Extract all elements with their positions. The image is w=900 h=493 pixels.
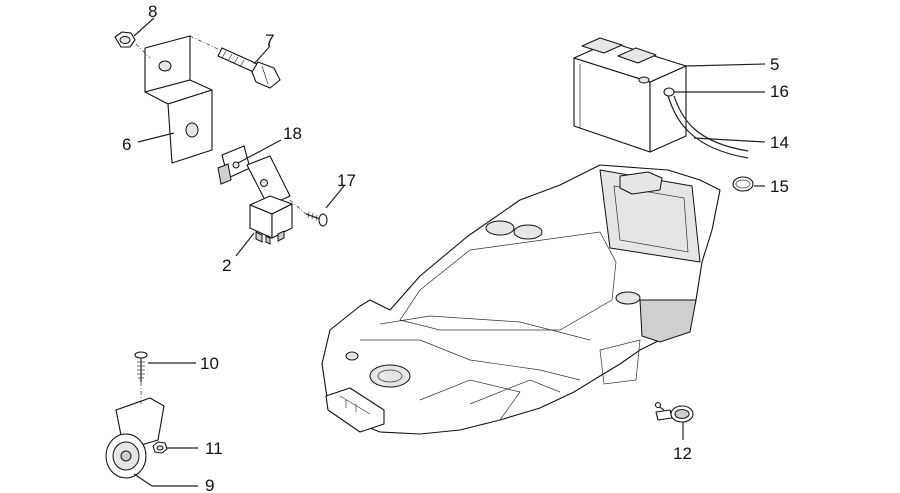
leader-14	[693, 137, 766, 143]
leader-8	[133, 17, 155, 37]
leader-7	[253, 45, 271, 65]
callout-15: 15	[770, 177, 789, 196]
callout-2: 2	[222, 256, 231, 275]
callout-16: 16	[770, 82, 789, 101]
callout-12: 12	[673, 444, 692, 463]
callout-10: 10	[200, 354, 219, 373]
part-vent-hose-14	[667, 95, 749, 159]
callout-8: 8	[148, 2, 157, 21]
part-bolt-7	[217, 47, 281, 89]
callout-labels: 8 7 6 18 17 2 5 16 14 15 10 11 9 12	[122, 2, 789, 493]
part-helmet-compartment	[321, 164, 721, 435]
callout-9: 9	[205, 476, 214, 493]
part-clamp-15	[732, 176, 754, 192]
callout-7: 7	[265, 31, 274, 50]
callout-5: 5	[770, 55, 779, 74]
part-horn-9	[105, 397, 165, 479]
part-screw-17	[305, 211, 328, 227]
callout-14: 14	[770, 133, 789, 152]
part-nut-8	[114, 31, 136, 48]
part-relay-2	[246, 155, 293, 245]
part-vent-fitting-16	[663, 87, 675, 97]
callout-6: 6	[122, 135, 131, 154]
part-battery-5	[573, 37, 687, 153]
leader-9-b	[133, 473, 153, 487]
leader-6	[137, 132, 175, 143]
leader-2	[235, 232, 255, 257]
leader-18	[237, 139, 282, 164]
leader-5	[685, 63, 766, 67]
leader-lines	[133, 17, 766, 487]
part-bracket-6	[144, 35, 213, 164]
part-connector-12	[654, 401, 694, 423]
callout-17: 17	[337, 171, 356, 190]
leader-17	[325, 185, 345, 209]
part-nut-11	[152, 441, 168, 454]
part-screw-10	[134, 351, 148, 382]
callout-18: 18	[283, 124, 302, 143]
callout-11: 11	[205, 439, 223, 458]
part-clip-18	[217, 145, 251, 185]
